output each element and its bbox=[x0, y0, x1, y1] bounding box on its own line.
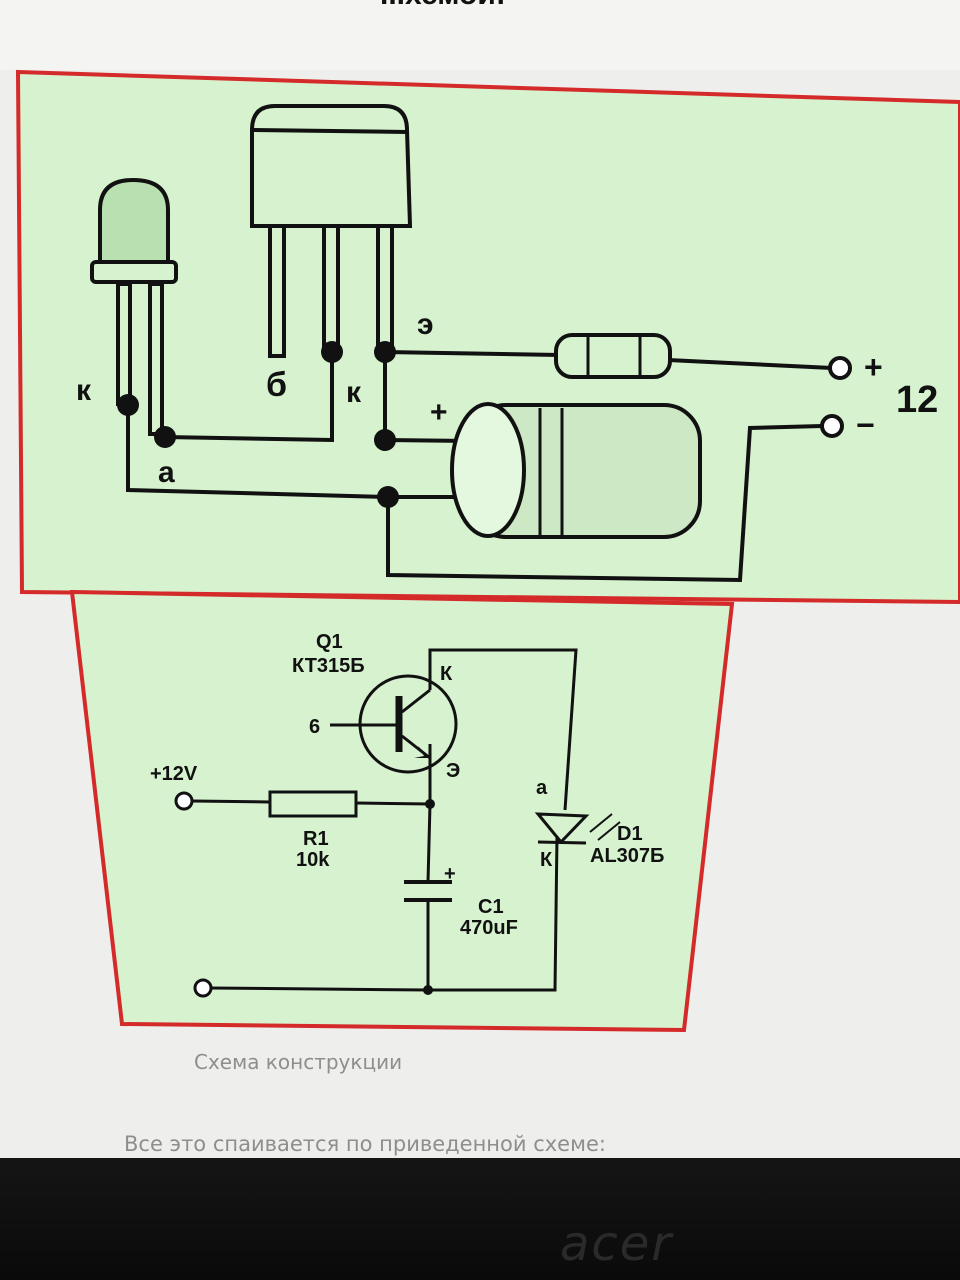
label-pin-b: б bbox=[266, 366, 287, 404]
resistor-symbol bbox=[268, 790, 358, 818]
label-supply: +12V bbox=[150, 763, 198, 785]
label-minus-terminal: − bbox=[856, 407, 875, 443]
label-d-ref: D1 bbox=[617, 823, 643, 845]
label-pin-c: к bbox=[346, 376, 362, 409]
label-q-collector: К bbox=[440, 663, 453, 685]
label-led-k: к bbox=[76, 374, 92, 407]
supply-terminal bbox=[174, 791, 194, 811]
junction-node bbox=[425, 799, 435, 809]
label-q-ref: Q1 bbox=[316, 631, 343, 653]
label-cap-plus: + bbox=[430, 396, 448, 429]
label-q-base: 6 bbox=[309, 716, 320, 738]
label-d-cathode: К bbox=[540, 849, 553, 871]
plus-terminal bbox=[828, 356, 852, 380]
transistor-symbol bbox=[358, 674, 458, 774]
capacitor-component bbox=[450, 402, 702, 539]
label-c-value: 470uF bbox=[460, 917, 518, 939]
label-q-part: КТ315Б bbox=[292, 655, 365, 677]
pictorial-joints bbox=[117, 341, 399, 508]
junction-node-ground bbox=[423, 985, 433, 995]
label-c-plus: + bbox=[444, 863, 456, 885]
label-r-ref: R1 bbox=[303, 828, 329, 850]
label-r-value: 10k bbox=[296, 849, 330, 871]
label-voltage: 12 bbox=[896, 379, 938, 421]
minus-terminal bbox=[820, 414, 844, 438]
ground-terminal bbox=[193, 978, 213, 998]
monitor-bezel bbox=[0, 1158, 960, 1280]
label-q-emitter: Э bbox=[446, 760, 460, 782]
label-d-anode: а bbox=[536, 777, 548, 799]
led-symbol bbox=[534, 812, 621, 845]
schematic-wiring bbox=[191, 648, 578, 992]
figure-caption: Схема конструкции bbox=[194, 1050, 403, 1074]
monitor-brand-logo: acer bbox=[560, 1216, 674, 1272]
label-pin-e: э bbox=[417, 308, 434, 341]
capacitor-symbol bbox=[404, 880, 452, 902]
article-text: Все это спаивается по приведенной схеме: bbox=[124, 1132, 606, 1156]
label-c-ref: C1 bbox=[478, 896, 504, 918]
label-plus-terminal: + bbox=[864, 349, 883, 385]
label-d-part: AL307Б bbox=[590, 845, 664, 867]
schematic-panel bbox=[69, 589, 735, 1033]
top-note: ...хемой: bbox=[380, 0, 506, 11]
resistor-component bbox=[554, 333, 672, 379]
transistor-component bbox=[250, 104, 413, 358]
page-top bbox=[0, 0, 960, 70]
label-led-a: а bbox=[158, 456, 175, 489]
